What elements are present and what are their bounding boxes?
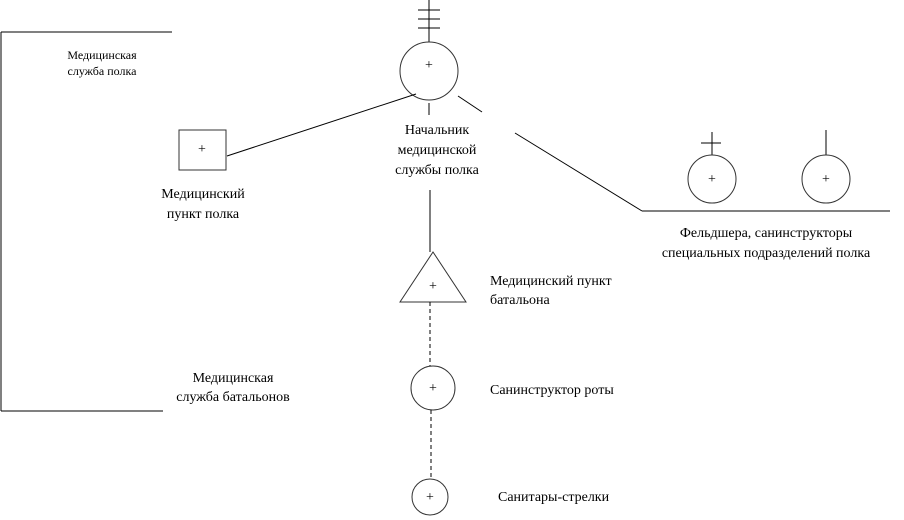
regiment-service-label-2: служба полка bbox=[68, 64, 138, 78]
plus-icon: + bbox=[429, 279, 437, 294]
company-instructor-node: + bbox=[410, 365, 456, 411]
plus-icon: + bbox=[425, 58, 433, 73]
connector bbox=[457, 95, 483, 113]
chief-label-2: медицинской bbox=[398, 143, 477, 158]
battalion-post-node: + bbox=[399, 251, 467, 303]
special-units-label-1: Фельдшера, санинструкторы bbox=[680, 226, 853, 241]
regiment-post-node: + bbox=[178, 129, 227, 171]
riflemen-orderlies-label: Санитары-стрелки bbox=[498, 490, 610, 505]
chief-label-1: Начальник bbox=[405, 123, 469, 138]
connector bbox=[226, 93, 417, 157]
special-units-label-2: специальных подразделений полка bbox=[662, 246, 871, 261]
regiment-service-label-1: Медицинская bbox=[67, 48, 137, 62]
plus-icon: + bbox=[822, 172, 830, 187]
plus-icon: + bbox=[429, 381, 437, 396]
battalion-post-label-2: батальона bbox=[490, 293, 550, 308]
plus-icon: + bbox=[708, 172, 716, 187]
feldsher-node: + bbox=[687, 132, 737, 204]
battalion-service-label-2: служба батальонов bbox=[176, 390, 290, 405]
regiment-post-label-1: Медицинский bbox=[161, 187, 245, 202]
chief-label-3: службы полка bbox=[395, 163, 479, 178]
instructor-node: + bbox=[801, 130, 851, 204]
regiment-post-label-2: пункт полка bbox=[167, 207, 240, 222]
riflemen-orderlies-node: + bbox=[411, 478, 449, 516]
battalion-service-label-1: Медицинская bbox=[193, 371, 274, 386]
plus-icon: + bbox=[198, 142, 206, 157]
battalion-post-label-1: Медицинский пункт bbox=[490, 274, 612, 289]
regiment-bracket bbox=[0, 31, 172, 412]
company-instructor-label: Санинструктор роты bbox=[490, 383, 614, 398]
connector bbox=[514, 132, 643, 212]
chief-node: + bbox=[399, 0, 459, 101]
plus-icon: + bbox=[426, 490, 434, 505]
